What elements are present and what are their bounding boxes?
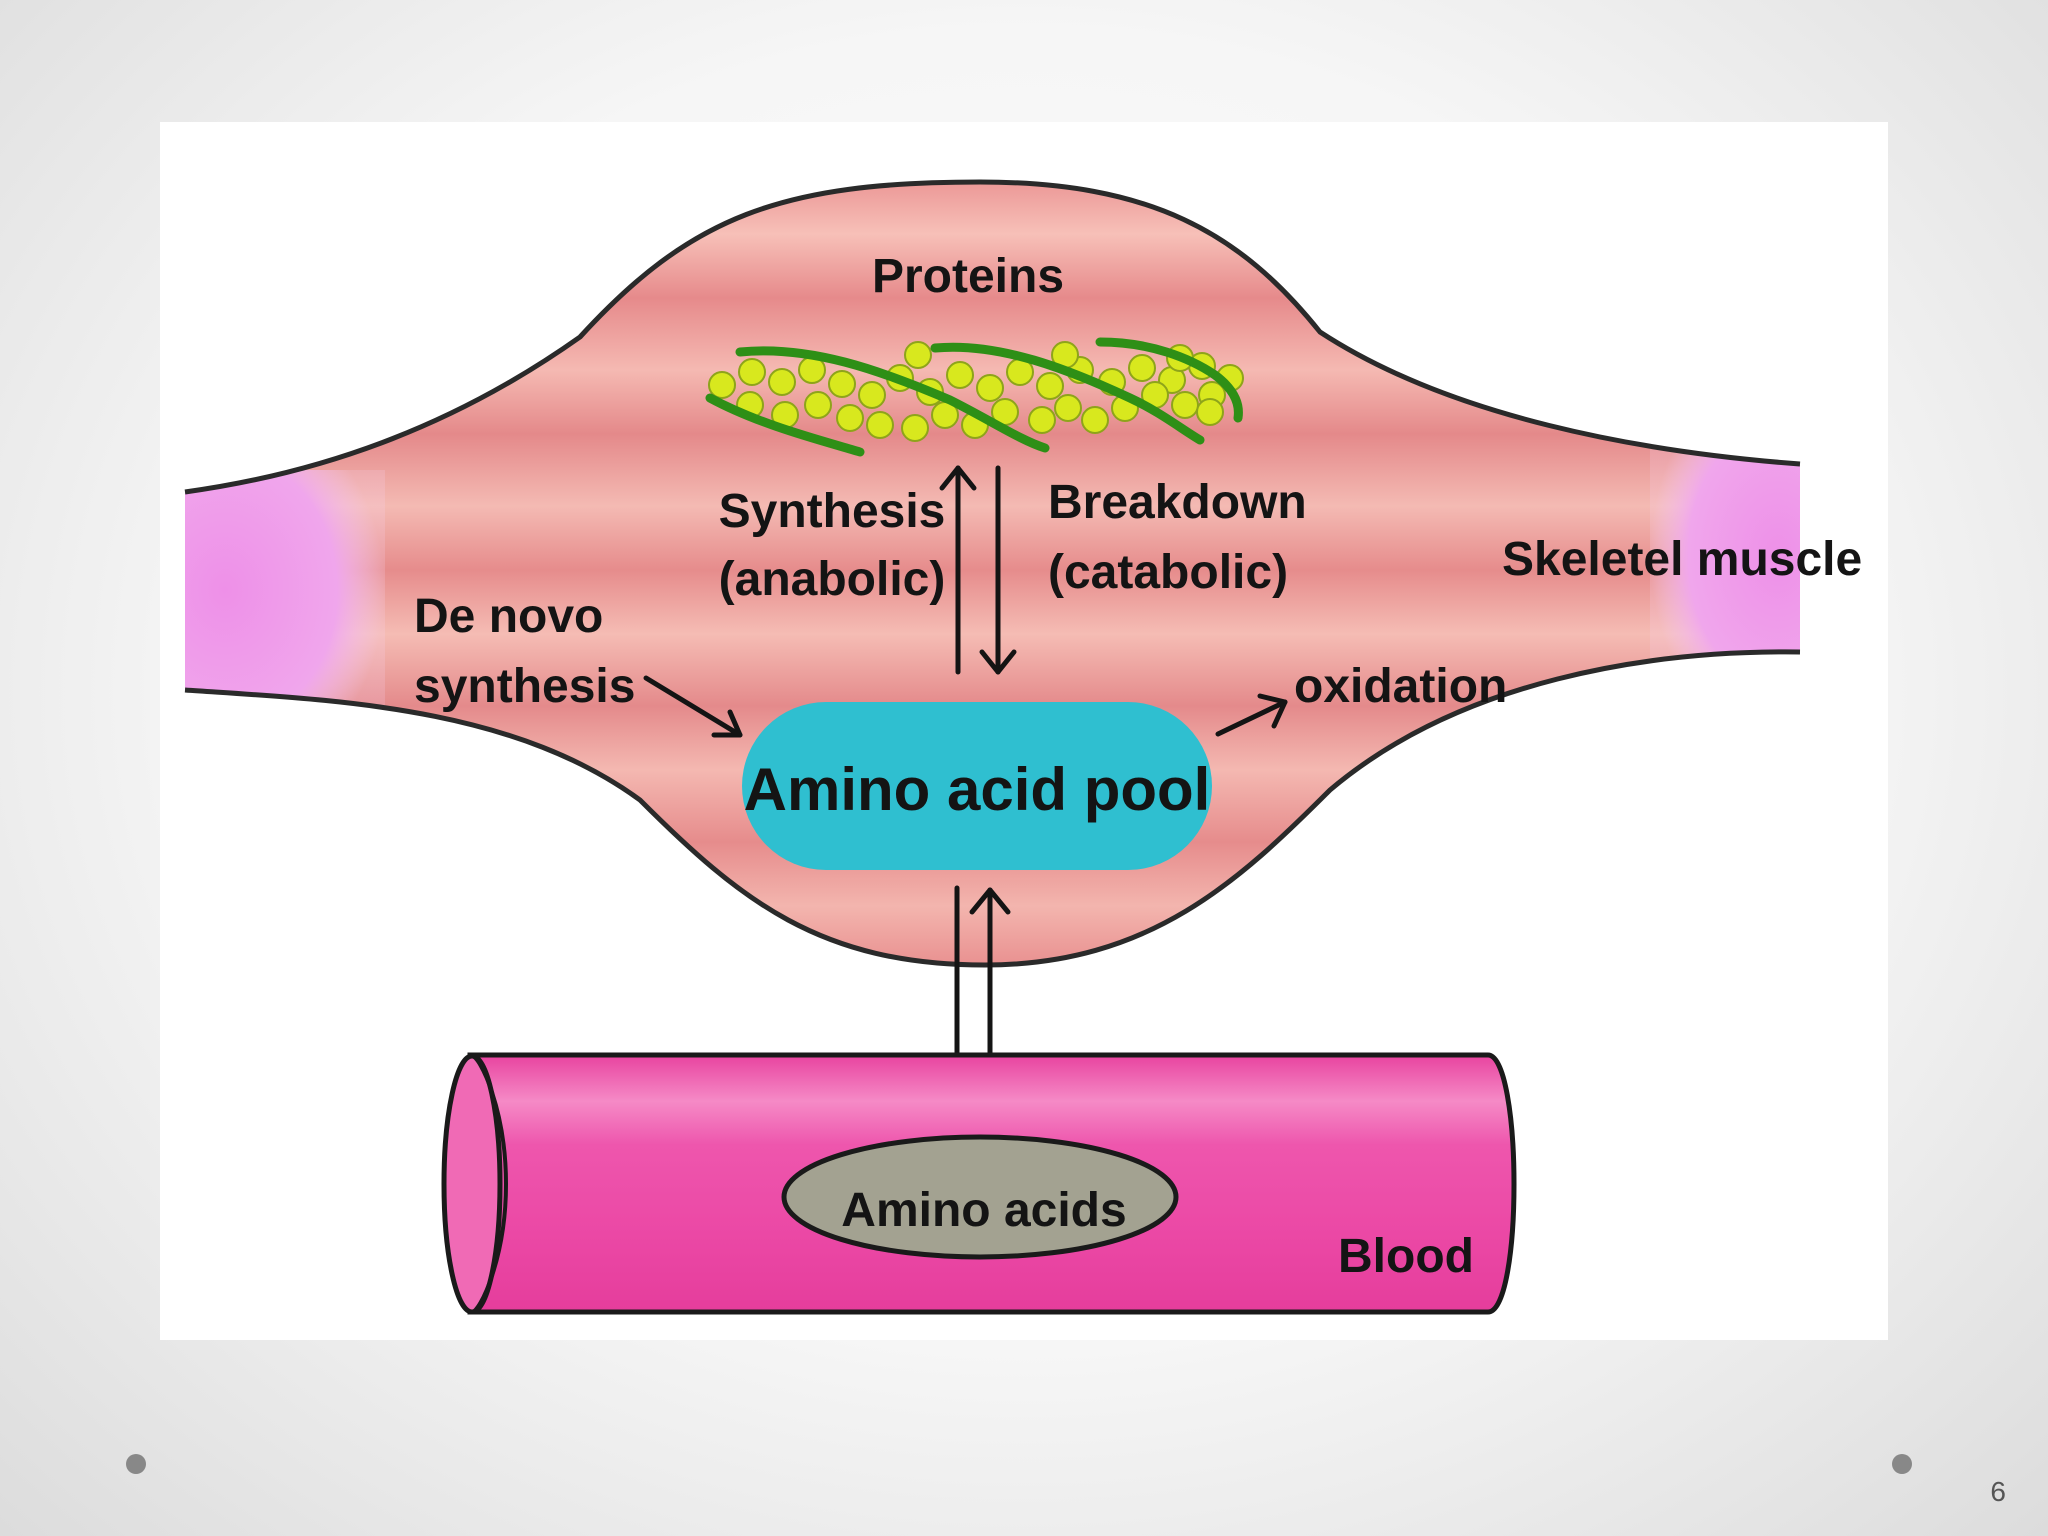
protein-strands	[705, 337, 1243, 457]
label-oxidation: oxidation	[1294, 660, 1507, 713]
amino-acid-pool	[742, 702, 1212, 870]
label-anabolic: (anabolic)	[719, 553, 946, 606]
label-synthesis: Synthesis	[719, 485, 946, 538]
slide-dot-right	[1892, 1454, 1912, 1474]
blood-vessel	[441, 1052, 1517, 1315]
muscle-outline-bottom	[184, 649, 1801, 968]
label-amino-acid-pool: Amino acid pool	[744, 756, 1211, 823]
label-proteins: Proteins	[872, 250, 1064, 303]
de-novo-arrow	[643, 675, 743, 738]
tendon-left	[185, 470, 385, 710]
label-de-novo-synthesis: synthesis	[414, 660, 635, 713]
label-amino-acids: Amino acids	[841, 1184, 1126, 1237]
label-breakdown: Breakdown	[1048, 476, 1307, 529]
protein-fibers	[705, 337, 1244, 457]
amino-acids-ellipse	[781, 1134, 1179, 1260]
muscle-outline-top	[184, 179, 1801, 495]
tendon-right	[1650, 440, 1800, 670]
synthesis-arrow	[939, 465, 977, 675]
page-number: 6	[1990, 1476, 2006, 1507]
label-catabolic: (catabolic)	[1048, 546, 1288, 599]
slide-dot-left	[126, 1454, 146, 1474]
label-blood: Blood	[1338, 1230, 1474, 1283]
oxidation-arrow	[1215, 693, 1288, 737]
breakdown-arrow	[979, 465, 1017, 675]
label-skeletal-muscle: Skeletel muscle	[1502, 533, 1862, 586]
label-de-novo: De novo	[414, 590, 603, 643]
